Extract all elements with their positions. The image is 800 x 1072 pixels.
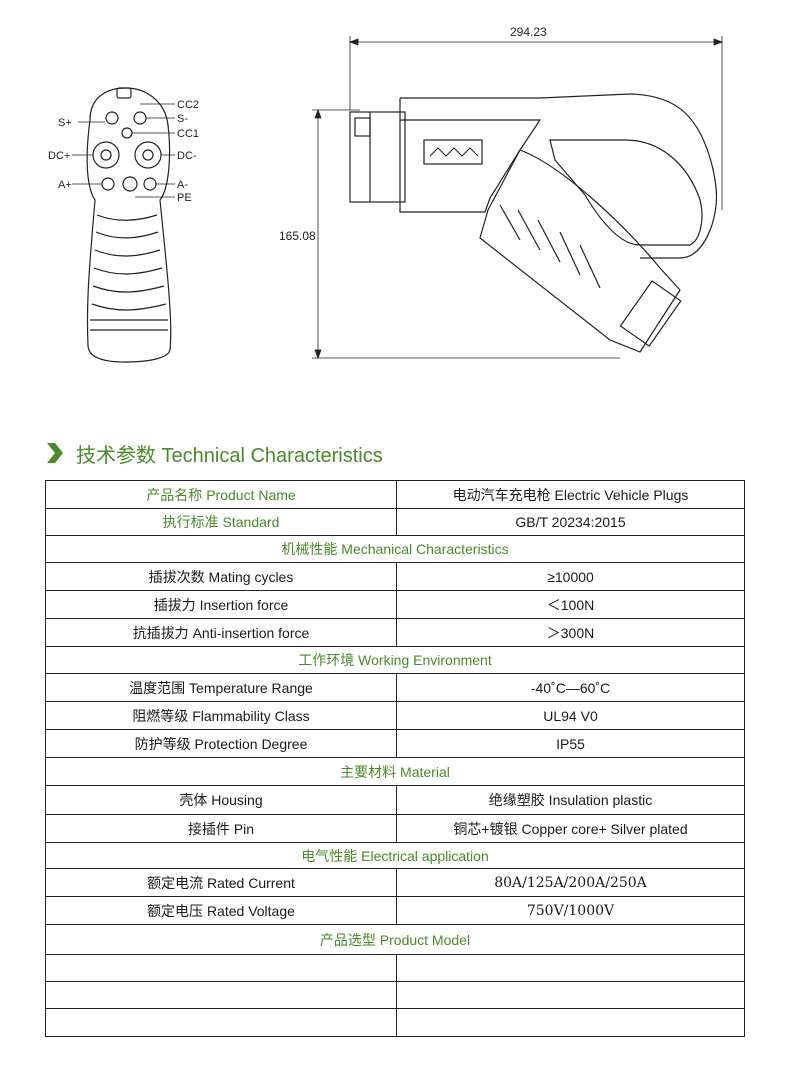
row-value: ≥10000: [396, 562, 745, 591]
table-row: 插拔次数 Mating cycles≥10000: [45, 562, 745, 591]
empty-cell: [396, 954, 745, 982]
empty-cell: [45, 1008, 397, 1037]
row-label: 执行标准 Standard: [45, 508, 397, 536]
table-row: [45, 1008, 745, 1037]
pin-label-dc-plus: DC+: [48, 150, 70, 162]
section-header-label: 产品选型 Product Model: [45, 924, 745, 955]
empty-cell: [45, 954, 397, 982]
dimension-length: 294.23: [510, 25, 547, 39]
pin-label-pe: PE: [177, 192, 192, 204]
row-label: 额定电流 Rated Current: [45, 868, 397, 897]
row-label: 壳体 Housing: [45, 785, 397, 815]
section-title-text: 技术参数 Technical Characteristics: [76, 444, 383, 467]
front-view-pins: [92, 111, 162, 192]
row-value: ＜100N: [396, 590, 745, 619]
row-label: 防护等级 Protection Degree: [45, 729, 397, 758]
row-label: 插拔力 Insertion force: [45, 590, 397, 619]
pin-label-s-plus: S+: [58, 117, 72, 129]
dimension-lines: [312, 36, 724, 360]
empty-cell: [45, 981, 397, 1009]
section-header-label: 电气性能 Electrical application: [45, 842, 745, 869]
table-row: 温度范围 Temperature Range-40˚C—60˚C: [45, 673, 745, 702]
table-section-header: 机械性能 Mechanical Characteristics: [45, 535, 745, 563]
table-row: [45, 954, 745, 982]
logo-badge: [423, 139, 483, 165]
pin-label-a-plus: A+: [58, 179, 72, 191]
row-label: 抗插拔力 Anti-insertion force: [45, 618, 397, 647]
section-header-label: 主要材料 Material: [45, 757, 745, 786]
chevron-right-icon: [47, 443, 63, 463]
table-row: [45, 981, 745, 1009]
front-view-ribs: [90, 214, 168, 331]
row-label: 产品名称 Product Name: [45, 480, 397, 509]
section-header-label: 工作环境 Working Environment: [45, 646, 745, 674]
row-value: UL94 V0: [396, 701, 745, 730]
section-header-label: 机械性能 Mechanical Characteristics: [45, 535, 745, 563]
row-value: 750V/1000V: [396, 896, 745, 925]
row-label: 接插件 Pin: [45, 814, 397, 843]
row-value: 绝缘塑胶 Insulation plastic: [396, 785, 745, 815]
pin-label-a-minus: A-: [177, 179, 188, 191]
row-value: 电动汽车充电枪 Electric Vehicle Plugs: [396, 480, 745, 509]
dimension-height: 165.08: [279, 229, 316, 243]
empty-cell: [396, 1008, 745, 1037]
row-label: 额定电压 Rated Voltage: [45, 896, 397, 925]
table-section-header: 产品选型 Product Model: [45, 924, 745, 955]
pin-label-cc1: CC1: [177, 128, 199, 140]
row-value: 铜芯+镀银 Copper core+ Silver plated: [396, 814, 745, 843]
row-label: 温度范围 Temperature Range: [45, 673, 397, 702]
table-row: 插拔力 Insertion force＜100N: [45, 590, 745, 619]
table-row: 抗插拔力 Anti-insertion force＞300N: [45, 618, 745, 647]
pin-label-cc2: CC2: [177, 99, 199, 111]
row-value: ＞300N: [396, 618, 745, 647]
table-section-header: 主要材料 Material: [45, 757, 745, 786]
row-value: 80A/125A/200A/250A: [396, 868, 745, 897]
row-value: IP55: [396, 729, 745, 758]
empty-cell: [396, 981, 745, 1009]
row-label: 阻燃等级 Flammability Class: [45, 701, 397, 730]
table-section-header: 工作环境 Working Environment: [45, 646, 745, 674]
row-label: 插拔次数 Mating cycles: [45, 562, 397, 591]
plug-technical-drawing: CC2 S+ S- CC1 DC+ DC- A+ A- PE: [48, 25, 724, 363]
pin-label-dc-minus: DC-: [177, 150, 197, 162]
row-value: -40˚C—60˚C: [396, 673, 745, 702]
row-value: GB/T 20234:2015: [396, 508, 745, 536]
table-section-header: 电气性能 Electrical application: [45, 842, 745, 869]
section-title: 技术参数 Technical Characteristics: [44, 438, 383, 468]
side-view-outline: [349, 93, 718, 353]
pin-label-s-minus: S-: [177, 113, 188, 125]
front-view-outline: [86, 87, 172, 363]
